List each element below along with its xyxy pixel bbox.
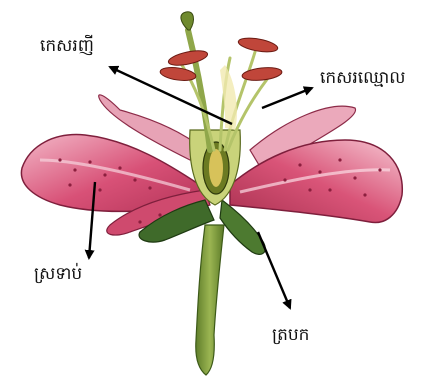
- petal-spot: [103, 173, 106, 176]
- petal-spot: [318, 170, 321, 173]
- label-sepal: ត្របក: [272, 327, 309, 344]
- petal-spot: [308, 188, 311, 191]
- petal-spot: [73, 168, 76, 171]
- label-petal: ស្រទាប់: [34, 266, 82, 283]
- petal-spot: [148, 186, 151, 189]
- petal-spot: [378, 168, 381, 171]
- petal-spot: [133, 178, 136, 181]
- arrow-stamen: [262, 88, 312, 108]
- petal-spot: [88, 160, 91, 163]
- petal-spot: [138, 220, 141, 223]
- petal-spot: [363, 193, 366, 196]
- label-pistil: កេសរញី: [40, 38, 94, 55]
- label-stamen: កេសរឈ្មោល: [320, 70, 406, 87]
- petal-spot: [98, 188, 101, 191]
- petal-spot: [58, 158, 61, 161]
- petal-spot: [353, 176, 356, 179]
- stem: [196, 225, 224, 375]
- petal-spot: [283, 178, 286, 181]
- petal-spot: [118, 166, 121, 169]
- petal-spot: [298, 163, 301, 166]
- arrow-sepal: [258, 232, 290, 308]
- petal-spot: [68, 183, 71, 186]
- petal-spot: [328, 188, 331, 191]
- petal-spot: [338, 158, 341, 161]
- petal-spot: [158, 213, 161, 216]
- pistil-stigma: [181, 12, 194, 30]
